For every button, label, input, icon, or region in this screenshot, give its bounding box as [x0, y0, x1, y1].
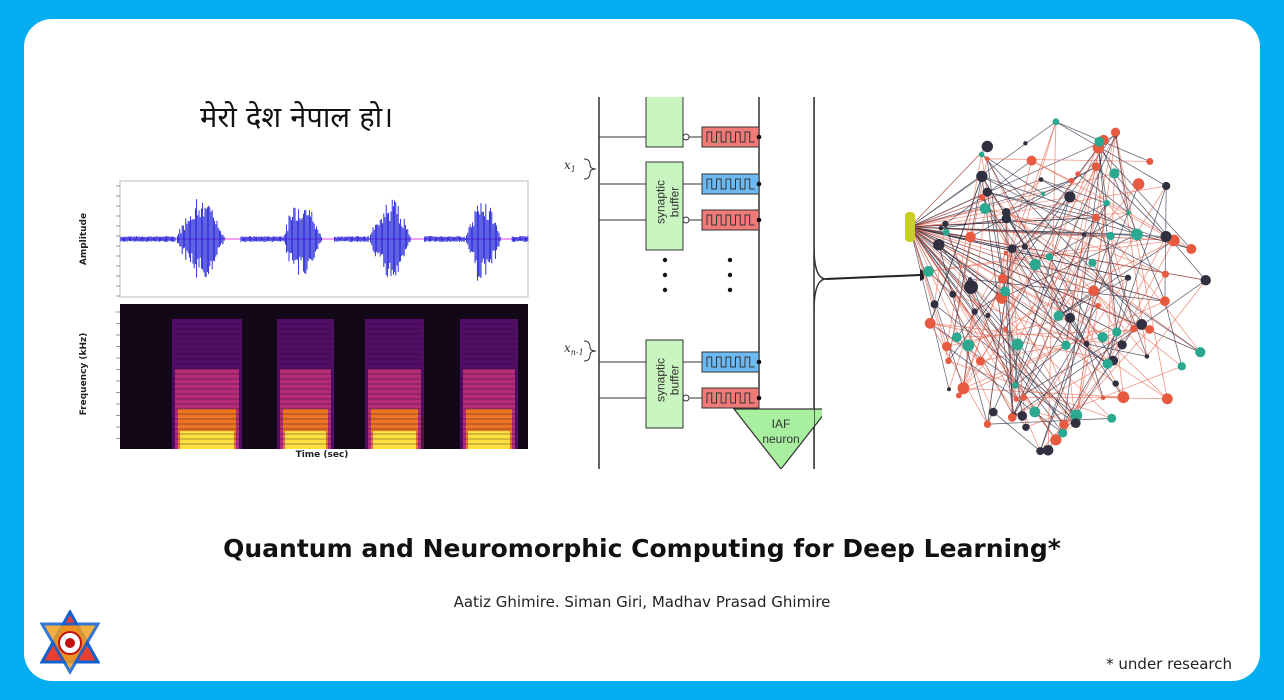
- spectrogram: [120, 304, 528, 449]
- iaf-neuron-label-line2: neuron: [762, 432, 799, 446]
- iaf-neuron-triangle: [732, 408, 822, 469]
- network-graph: [905, 118, 1211, 456]
- network-hub-node: [905, 212, 915, 242]
- svg-text:buffer: buffer: [668, 365, 682, 395]
- svg-text:synaptic: synaptic: [654, 358, 668, 402]
- amplitude-ticks: [116, 185, 120, 297]
- input-label-xn-1: xn-1: [564, 341, 584, 357]
- slide-title: Quantum and Neuromorphic Computing for D…: [223, 534, 1061, 563]
- input-label-x1: x1: [564, 158, 576, 174]
- footnote: * under research: [1106, 655, 1232, 673]
- iaf-neuron-label-line1: IAF: [772, 417, 791, 431]
- svg-text:synaptic: synaptic: [654, 180, 668, 224]
- slide-card: मेरो देश नेपाल हो। Amplitude Frequency (…: [24, 19, 1260, 681]
- university-logo-icon: [40, 610, 100, 675]
- svg-text:buffer: buffer: [668, 187, 682, 217]
- devanagari-sentence: मेरो देश नेपाल हो।: [200, 100, 394, 134]
- audio-figure: Amplitude Frequency (kHz) Time (sec): [79, 180, 529, 460]
- frequency-axis-label: Frequency (kHz): [79, 333, 89, 416]
- time-axis-label: Time (sec): [296, 450, 349, 460]
- frequency-ticks: [116, 311, 120, 439]
- amplitude-axis-label: Amplitude: [79, 213, 89, 265]
- ellipsis-dots: [662, 257, 733, 293]
- waveform: [120, 199, 529, 281]
- author-list: Aatiz Ghimire. Siman Giri, Madhav Prasad…: [453, 593, 831, 611]
